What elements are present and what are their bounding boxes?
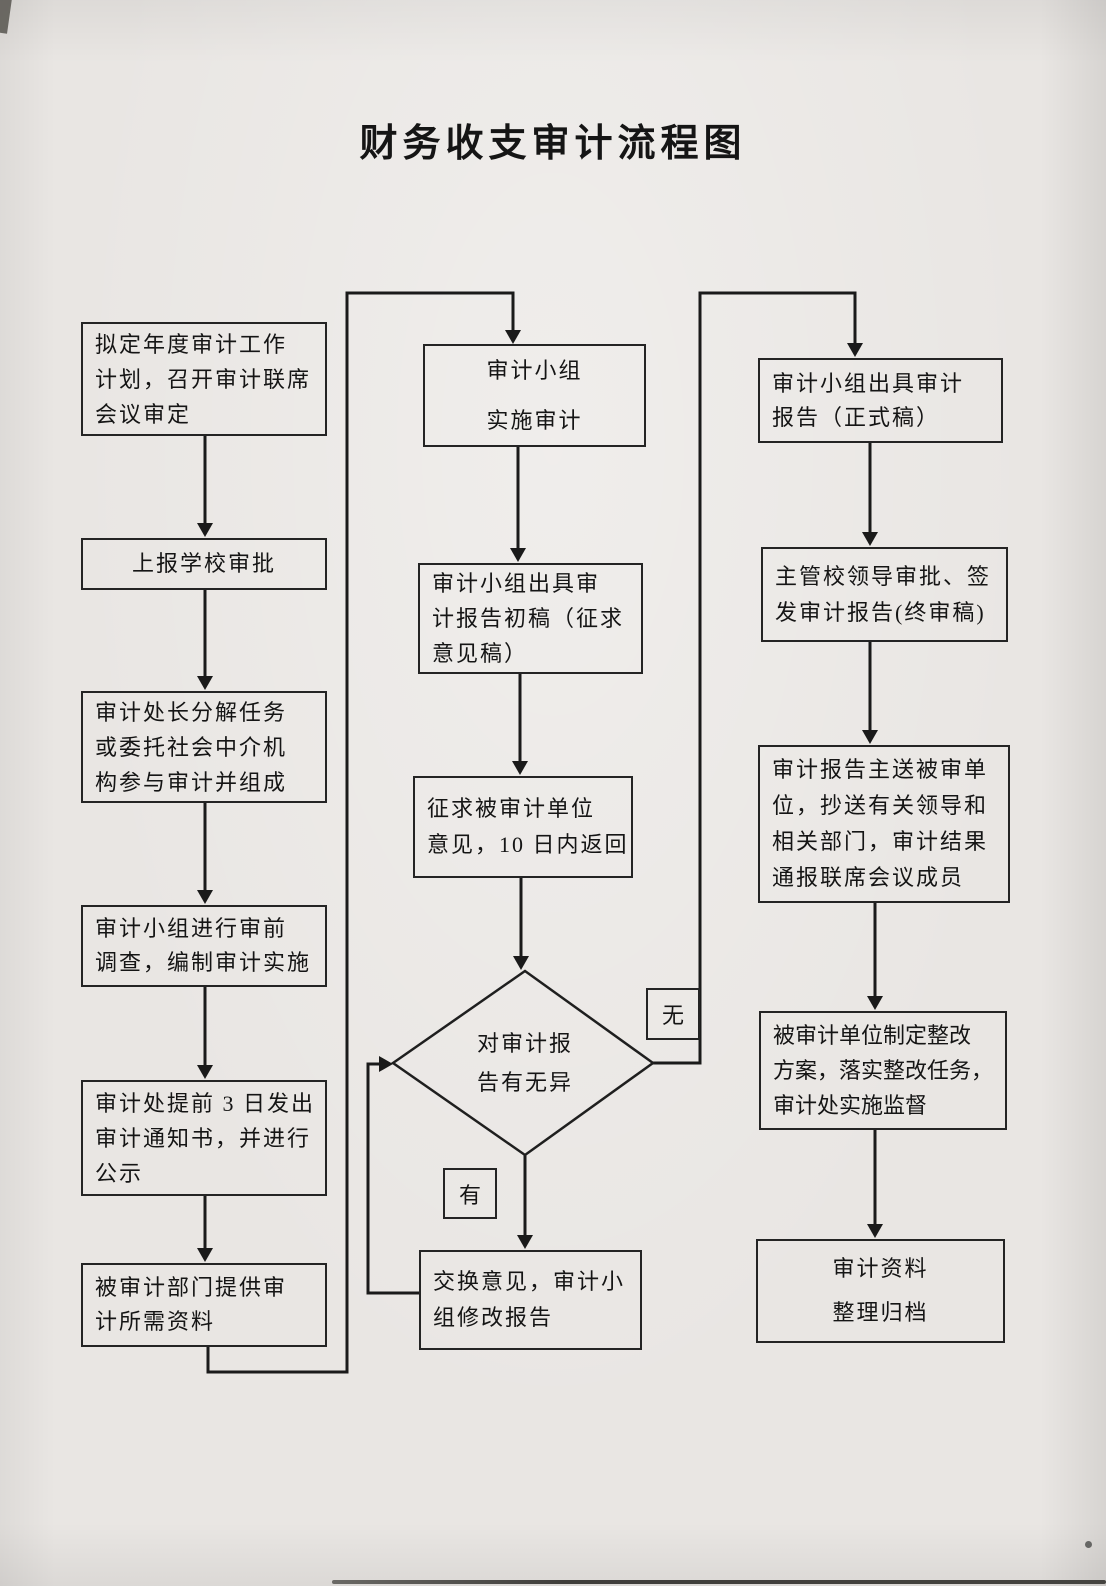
scan-artifact-bottom-edge: [332, 1580, 1106, 1584]
text-line: 发审计报告(终审稿): [775, 599, 986, 625]
flow-node-pre-audit-survey: 审计小组进行审前 调查，编制审计实施: [81, 905, 327, 987]
flow-node-formal-report: 审计小组出具审计 报告（正式稿）: [758, 358, 1003, 443]
flow-node-exchange-revise: 交换意见，审计小 组修改报告: [419, 1250, 642, 1350]
text-line: 公示: [95, 1160, 144, 1186]
text-line: 审计小组进行审前: [95, 916, 288, 941]
materials-to-implement-connector: [206, 291, 521, 1374]
flow-node-provide-materials: 被审计部门提供审 计所需资料: [81, 1263, 327, 1347]
no-branch-connector: [653, 291, 863, 1065]
text-line: 或委托社会中介机: [95, 734, 288, 760]
flow-node-solicit-opinions: 征求被审计单位 意见，10 日内返回: [413, 776, 633, 878]
text-line: 审计小组: [486, 357, 583, 383]
text-line: 对审计报: [476, 1031, 573, 1056]
text-line: 意见稿）: [432, 641, 529, 666]
flow-node-implement-audit: 审计小组 实施审计: [423, 344, 646, 447]
text-line: 审计报告主送被审单: [772, 757, 989, 782]
middle-column-arrows: [510, 447, 533, 1249]
text-line: 实施审计: [486, 407, 583, 433]
text-line: 被审计单位制定整改: [773, 1023, 972, 1048]
text-line: 意见，10 日内返回: [427, 832, 629, 857]
text-line: 相关部门，审计结果: [772, 829, 989, 854]
text-line: 审计处长分解任务: [95, 699, 288, 725]
text-line: 主管校领导审批、签: [775, 563, 992, 589]
text-line: 计报告初稿（征求: [432, 606, 625, 631]
text-line: 构参与审计并组成: [95, 769, 288, 795]
branch-label-yes: 有: [443, 1168, 497, 1219]
flow-node-annual-plan: 拟定年度审计工作 计划，召开审计联席 会议审定: [81, 322, 327, 436]
flow-node-assign-tasks: 审计处长分解任务 或委托社会中介机 构参与审计并组成: [81, 691, 327, 803]
flow-node-rectification: 被审计单位制定整改 方案，落实整改任务， 审计处实施监督: [759, 1011, 1007, 1130]
text-line: 审计小组出具审: [432, 571, 601, 596]
branch-label-no: 无: [646, 988, 700, 1040]
flow-node-deliver-report: 审计报告主送被审单 位，抄送有关领导和 相关部门，审计结果 通报联席会议成员: [758, 745, 1010, 903]
text-line: 审计资料: [832, 1256, 929, 1281]
right-column-arrows: [862, 443, 883, 1238]
yes-feedback-loop-connector: [366, 1056, 419, 1295]
text-line: 报告（正式稿）: [772, 404, 941, 430]
left-column-arrows: [197, 436, 213, 1262]
text-line: 会议审定: [95, 401, 192, 427]
scan-artifact-dot: [1085, 1541, 1092, 1548]
text-line: 方案，落实整改任务，: [773, 1058, 994, 1083]
flow-node-archive: 审计资料 整理归档: [756, 1239, 1005, 1343]
text-line: 告有无异: [476, 1070, 573, 1095]
flow-node-audit-notice: 审计处提前 3 日发出 审计通知书，并进行 公示: [81, 1080, 327, 1196]
text-line: 征求被审计单位: [427, 796, 596, 821]
flow-node-leader-sign: 主管校领导审批、签 发审计报告(终审稿): [761, 547, 1008, 642]
text-line: 通报联席会议成员: [772, 865, 965, 890]
page-title: 财务收支审计流程图: [359, 123, 747, 165]
text-line: 审计处提前 3 日发出: [95, 1090, 316, 1116]
text-line: 组修改报告: [433, 1305, 554, 1330]
text-line: 审计通知书，并进行: [95, 1125, 312, 1151]
text-line: 位，抄送有关领导和: [772, 793, 989, 818]
text-line: 计划，召开审计联席: [95, 366, 312, 392]
text-line: 交换意见，审计小: [433, 1269, 626, 1294]
text-line: 上报学校审批: [131, 551, 276, 576]
text-line: 审计处实施监督: [773, 1093, 928, 1118]
flow-node-draft-report: 审计小组出具审 计报告初稿（征求 意见稿）: [418, 563, 643, 674]
text-line: 拟定年度审计工作: [95, 331, 288, 357]
flow-node-school-approval: 上报学校审批: [81, 538, 327, 590]
text-line: 被审计部门提供审: [95, 1275, 288, 1300]
decision-diamond: [390, 969, 656, 1157]
text-line: 调查，编制审计实施: [95, 950, 312, 975]
text-line: 计所需资料: [95, 1309, 216, 1334]
text-line: 审计小组出具审计: [772, 370, 965, 396]
decision-diamond-label: 对审计报 告有无异: [430, 1024, 620, 1102]
text-line: 整理归档: [832, 1300, 929, 1325]
